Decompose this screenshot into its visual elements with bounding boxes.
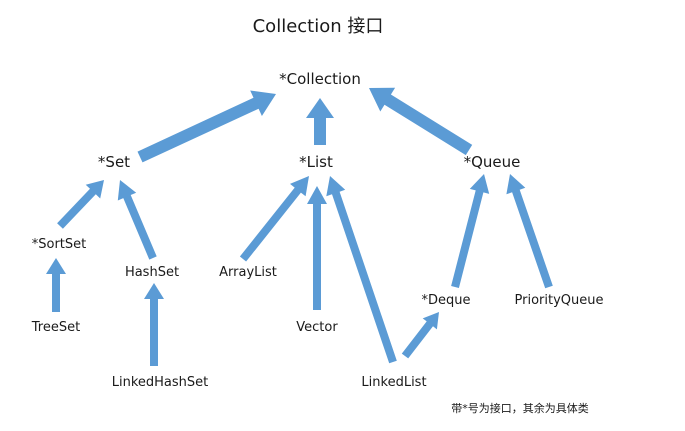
arrow-priorityqueue-to-queue — [506, 174, 553, 289]
node-hashset: HashSet — [125, 265, 179, 280]
arrow-hashset-to-set — [117, 180, 157, 260]
node-list: *List — [299, 153, 333, 171]
arrow-vector-to-list — [307, 186, 327, 310]
node-deque: *Deque — [422, 293, 471, 308]
node-sortset: *SortSet — [32, 237, 87, 252]
node-vector: Vector — [296, 320, 338, 335]
arrow-deque-to-queue — [451, 174, 490, 288]
node-treeset: TreeSet — [31, 320, 80, 335]
node-set: *Set — [98, 153, 130, 171]
arrow-sortset-to-set — [57, 180, 104, 229]
node-priorityqueue: PriorityQueue — [515, 293, 604, 308]
legend-note: 带*号为接口，其余为具体类 — [451, 401, 589, 415]
arrow-treeset-to-sortset — [46, 258, 66, 312]
arrow-arraylist-to-list — [239, 176, 309, 262]
node-queue: *Queue — [464, 153, 521, 171]
node-collection: *Collection — [279, 70, 361, 88]
arrow-set-to-collection — [137, 90, 276, 163]
node-arraylist: ArrayList — [219, 265, 277, 280]
arrow-linkedlist-to-deque — [401, 312, 439, 359]
arrow-linkedlist-to-list — [326, 176, 397, 364]
arrow-linkedhashset-to-hashset — [144, 283, 164, 366]
arrow-list-to-collection — [306, 98, 334, 145]
arrow-queue-to-collection — [369, 87, 473, 156]
node-linkedlist: LinkedList — [361, 375, 426, 390]
inheritance-arrows — [46, 87, 553, 366]
diagram-title: Collection 接口 — [253, 16, 384, 37]
node-linkedhashset: LinkedHashSet — [112, 375, 209, 390]
